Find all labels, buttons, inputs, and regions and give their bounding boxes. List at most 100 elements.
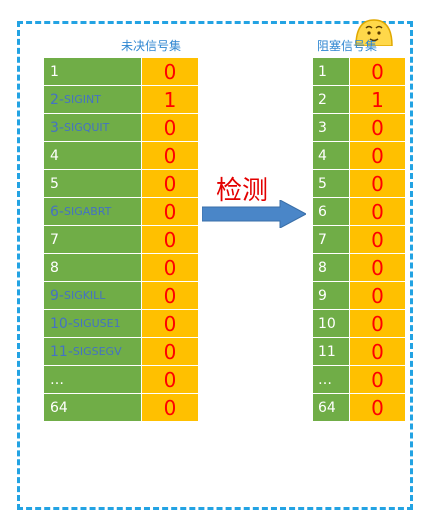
- blocked-bit-value: 1: [350, 86, 405, 113]
- pending-signal-number: 64: [50, 399, 68, 416]
- blocked-signal-id: 10: [313, 310, 349, 337]
- pending-signal-name: SIGABRT: [63, 205, 112, 218]
- blocked-signal-number: 1: [318, 63, 327, 80]
- pending-bit-value: 0: [142, 338, 198, 365]
- mascot-icon: [355, 19, 393, 46]
- pending-signal-id: 5: [44, 170, 141, 197]
- blocked-signal-id: 9: [313, 282, 349, 309]
- pending-bit-value: 0: [142, 366, 198, 393]
- pending-signal-id: …: [44, 366, 141, 393]
- blocked-bit-value: 0: [350, 310, 405, 337]
- pending-signal-number: 8: [50, 259, 59, 276]
- blocked-signal-id: 64: [313, 394, 349, 421]
- blocked-signal-number: 64: [318, 399, 336, 416]
- pending-signal-id: 10-SIGUSE1: [44, 310, 141, 337]
- blocked-signal-number: 4: [318, 147, 327, 164]
- pending-bit-value: 0: [142, 170, 198, 197]
- blocked-signal-id: 3: [313, 114, 349, 141]
- pending-signal-number: 3-: [50, 119, 64, 136]
- pending-row: 64 0: [44, 394, 198, 421]
- blocked-signal-id: 5: [313, 170, 349, 197]
- blocked-signal-id: 11: [313, 338, 349, 365]
- pending-signal-id: 6-SIGABRT: [44, 198, 141, 225]
- blocked-bit-value: 0: [350, 142, 405, 169]
- blocked-row: 10 0: [313, 310, 405, 337]
- pending-signal-name: SIGKILL: [63, 289, 106, 302]
- pending-bit-value: 0: [142, 394, 198, 421]
- pending-signal-number: 2-: [50, 91, 64, 108]
- blocked-signal-number: …: [318, 371, 332, 388]
- pending-bit-value: 0: [142, 254, 198, 281]
- blocked-bit-value: 0: [350, 198, 405, 225]
- blocked-row: 64 0: [313, 394, 405, 421]
- blocked-bit-value: 0: [350, 338, 405, 365]
- blocked-signal-id: 7: [313, 226, 349, 253]
- blocked-signal-number: 3: [318, 119, 327, 136]
- pending-signal-id: 1: [44, 58, 141, 85]
- diagram-frame: [17, 19, 413, 510]
- pending-signal-name: SIGINT: [63, 93, 101, 106]
- blocked-signal-id: 8: [313, 254, 349, 281]
- blocked-signal-id: 2: [313, 86, 349, 113]
- pending-row: …0: [44, 366, 198, 393]
- pending-signal-number: 11-: [50, 343, 73, 360]
- blocked-row: …0: [313, 366, 405, 393]
- pending-signal-id: 64: [44, 394, 141, 421]
- pending-bit-value: 0: [142, 142, 198, 169]
- pending-signal-number: 1: [50, 63, 59, 80]
- blocked-set-title: 阻塞信号集: [317, 39, 378, 53]
- pending-signal-number: 7: [50, 231, 59, 248]
- blocked-bit-value: 0: [350, 254, 405, 281]
- pending-bit-value: 0: [142, 282, 198, 309]
- pending-signal-id: 7: [44, 226, 141, 253]
- blocked-bit-value: 0: [350, 170, 405, 197]
- pending-signal-name: SIGSEGV: [72, 345, 122, 358]
- pending-bit-value: 0: [142, 198, 198, 225]
- blocked-bit-value: 0: [350, 226, 405, 253]
- pending-signal-number: 10-: [50, 315, 73, 332]
- pending-bit-value: 0: [142, 310, 198, 337]
- blocked-bit-value: 0: [350, 366, 405, 393]
- blocked-signal-number: 10: [318, 315, 336, 332]
- pending-signal-name: SIGUSE1: [72, 317, 121, 330]
- pending-signal-id: 11-SIGSEGV: [44, 338, 141, 365]
- blocked-bit-value: 0: [350, 394, 405, 421]
- pending-signal-id: 9-SIGKILL: [44, 282, 141, 309]
- blocked-signal-number: 2: [318, 91, 327, 108]
- detect-label: 检测: [216, 176, 269, 206]
- blocked-signal-id: 6: [313, 198, 349, 225]
- blocked-signal-number: 5: [318, 175, 327, 192]
- blocked-signal-id: 1: [313, 58, 349, 85]
- pending-bit-value: 0: [142, 114, 198, 141]
- pending-signal-id: 2-SIGINT: [44, 86, 141, 113]
- pending-bit-value: 0: [142, 226, 198, 253]
- pending-signal-id: 3-SIGQUIT: [44, 114, 141, 141]
- pending-signal-number: 4: [50, 147, 59, 164]
- pending-signal-id: 4: [44, 142, 141, 169]
- pending-signal-id: 8: [44, 254, 141, 281]
- pending-bit-value: 0: [142, 58, 198, 85]
- blocked-bit-value: 0: [350, 114, 405, 141]
- blocked-bit-value: 0: [350, 58, 405, 85]
- blocked-signal-number: 7: [318, 231, 327, 248]
- pending-signal-number: 9-: [50, 287, 64, 304]
